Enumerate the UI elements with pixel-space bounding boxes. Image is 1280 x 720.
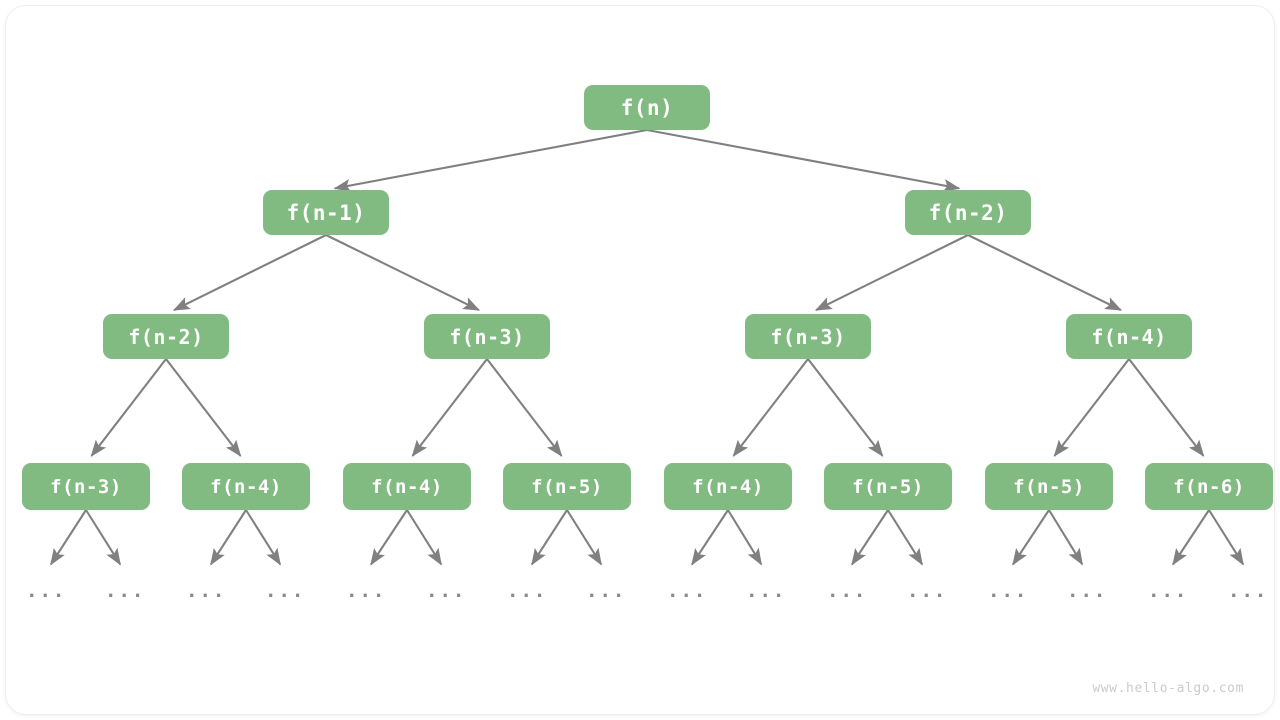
ellipsis-marker: ... — [1067, 580, 1108, 602]
ellipsis-marker: ... — [1228, 580, 1269, 602]
tree-edge — [691, 509, 729, 566]
tree-node: f(n-5) — [985, 463, 1113, 510]
tree-node: f(n-3) — [22, 463, 150, 510]
ellipsis-marker: ... — [426, 580, 467, 602]
diagram-card: f(n) f(n-1) f(n-2) f(n-2) f(n-3) f(n-3) f(n-4)… — [6, 6, 1274, 714]
tree-edge — [732, 358, 809, 457]
tree-node: f(n-4) — [182, 463, 310, 510]
tree-edge — [1053, 358, 1130, 457]
tree-node: f(n-4) — [1066, 314, 1192, 359]
tree-edge — [851, 509, 889, 566]
ellipsis-marker: ... — [346, 580, 387, 602]
tree-node: f(n-5) — [824, 463, 952, 510]
tree-edge — [530, 509, 568, 566]
tree-edge — [85, 509, 122, 566]
tree-edge — [1128, 358, 1205, 457]
tree-edge — [1208, 509, 1245, 566]
tree-node: f(n-5) — [503, 463, 631, 510]
tree-node: f(n-2) — [103, 314, 229, 359]
tree-edge — [967, 234, 1123, 311]
tree-edge — [1012, 509, 1050, 566]
ellipsis-marker: ... — [186, 580, 227, 602]
tree-edge — [566, 509, 603, 566]
ellipsis-marker: ... — [586, 580, 627, 602]
tree-node: f(n) — [584, 85, 710, 130]
tree-edge — [165, 358, 242, 457]
tree-edge — [370, 509, 408, 566]
tree-edge — [411, 358, 488, 457]
ellipsis-marker: ... — [827, 580, 868, 602]
ellipsis-marker: ... — [907, 580, 948, 602]
tree-edge — [245, 509, 282, 566]
tree-edge — [406, 509, 443, 566]
tree-edge — [209, 509, 247, 566]
tree-edge — [727, 509, 763, 566]
tree-edge — [49, 509, 87, 566]
tree-node: f(n-2) — [905, 190, 1031, 235]
ellipsis-marker: ... — [507, 580, 548, 602]
tree-edge — [486, 358, 563, 457]
tree-edge — [325, 234, 481, 311]
tree-edge — [172, 234, 327, 311]
tree-edge — [646, 128, 961, 192]
tree-node: f(n-3) — [745, 314, 871, 359]
tree-edge — [333, 128, 648, 192]
tree-node: f(n-4) — [664, 463, 792, 510]
tree-edge — [90, 358, 167, 457]
tree-node: f(n-1) — [263, 190, 389, 235]
ellipsis-marker: ... — [105, 580, 146, 602]
ellipsis-marker: ... — [667, 580, 708, 602]
watermark-text: www.hello-algo.com — [1092, 681, 1244, 696]
ellipsis-marker: ... — [1148, 580, 1189, 602]
ellipsis-marker: ... — [26, 580, 67, 602]
ellipsis-marker: ... — [265, 580, 306, 602]
tree-edge — [814, 234, 969, 311]
tree-node: f(n-3) — [424, 314, 550, 359]
tree-node: f(n-6) — [1145, 463, 1273, 510]
tree-edge — [1048, 509, 1084, 566]
tree-edge — [887, 509, 924, 566]
tree-node: f(n-4) — [343, 463, 471, 510]
tree-edge — [807, 358, 884, 457]
ellipsis-marker: ... — [746, 580, 787, 602]
ellipsis-marker: ... — [988, 580, 1029, 602]
tree-edge — [1172, 509, 1210, 566]
